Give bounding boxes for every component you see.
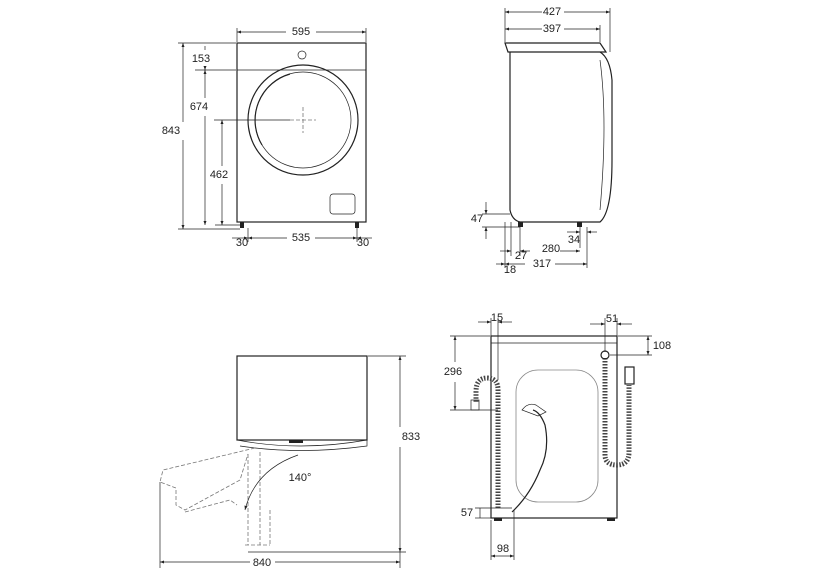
dim-depth-total: 427 [543,6,561,18]
dim-foot-to-front: 317 [533,258,551,270]
dim-drain-offset: 15 [491,312,503,324]
program-knob-icon [297,50,307,60]
dim-door-center: 462 [210,169,228,181]
dim-rear-foot: 27 [515,250,527,262]
dim-door-top: 674 [190,101,208,113]
dim-front-foot: 34 [568,234,580,246]
side-view: 427 397 47 18 27 280 34 317 [471,6,613,276]
dim-inlet-offset: 51 [606,313,618,325]
inlet-hose [602,358,632,468]
dim-height: 843 [162,125,180,137]
dim-foot-left: 30 [236,237,248,249]
dim-depth-open: 840 [253,557,271,569]
dim-rear-offset: 18 [504,264,516,276]
dim-width: 595 [292,26,310,38]
dim-foot-span: 280 [542,243,560,255]
dim-foot-right: 30 [357,237,369,249]
dim-inlet-height: 108 [653,340,671,352]
dim-cable-offset: 98 [497,543,509,555]
door-open-view: 833 840 140° [159,355,420,569]
dim-door-angle: 140° [289,472,312,484]
dim-depth-body: 397 [543,23,561,35]
power-cable [511,409,548,513]
dim-height: 833 [402,431,420,443]
dim-drain-height: 296 [444,366,462,378]
drain-hose [473,375,501,508]
plug-icon [521,403,547,417]
dim-foot-height: 47 [471,213,483,225]
dim-top-panel: 153 [192,53,210,65]
dim-foot-span: 535 [292,232,310,244]
dim-cable-height: 57 [461,507,473,519]
back-view: 15 51 108 296 57 98 [444,312,671,560]
front-view: 595 843 153 674 462 30 535 30 [162,26,372,249]
